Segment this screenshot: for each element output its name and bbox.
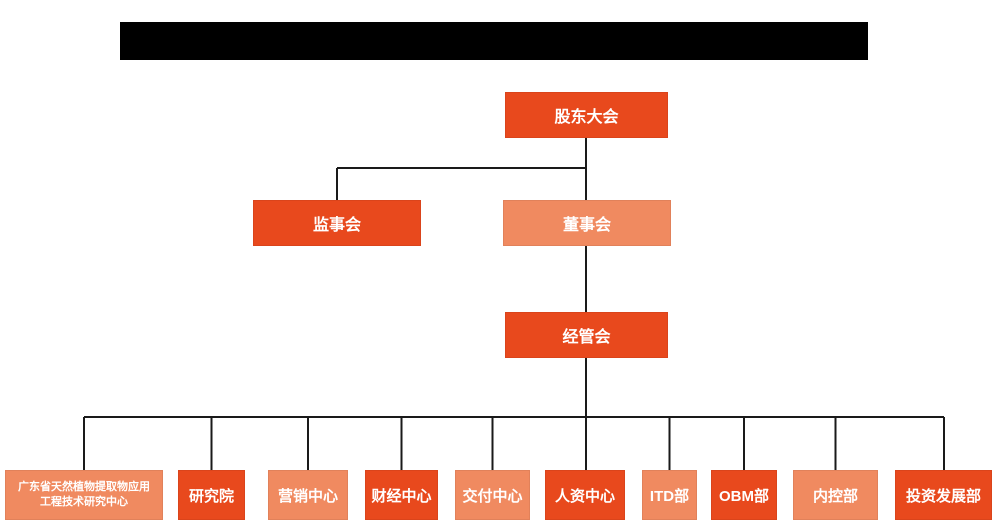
node-department-hr-center: 人资中心	[545, 470, 625, 520]
node-department-delivery-center: 交付中心	[455, 470, 530, 520]
node-supervisory-board: 监事会	[253, 200, 421, 246]
node-board-of-directors: 董事会	[503, 200, 671, 246]
node-department-itd: ITD部	[642, 470, 697, 520]
node-management-committee: 经管会	[505, 312, 668, 358]
node-department-obm: OBM部	[711, 470, 777, 520]
node-department-internal-control: 内控部	[793, 470, 878, 520]
node-department-research-center: 广东省天然植物提取物应用工程技术研究中心	[5, 470, 163, 520]
node-shareholders-meeting: 股东大会	[505, 92, 668, 138]
node-department-marketing-center: 营销中心	[268, 470, 348, 520]
node-department-investment-development: 投资发展部	[895, 470, 992, 520]
redacted-title-bar	[120, 22, 868, 60]
node-department-finance-center: 财经中心	[365, 470, 438, 520]
node-department-research-institute: 研究院	[178, 470, 245, 520]
